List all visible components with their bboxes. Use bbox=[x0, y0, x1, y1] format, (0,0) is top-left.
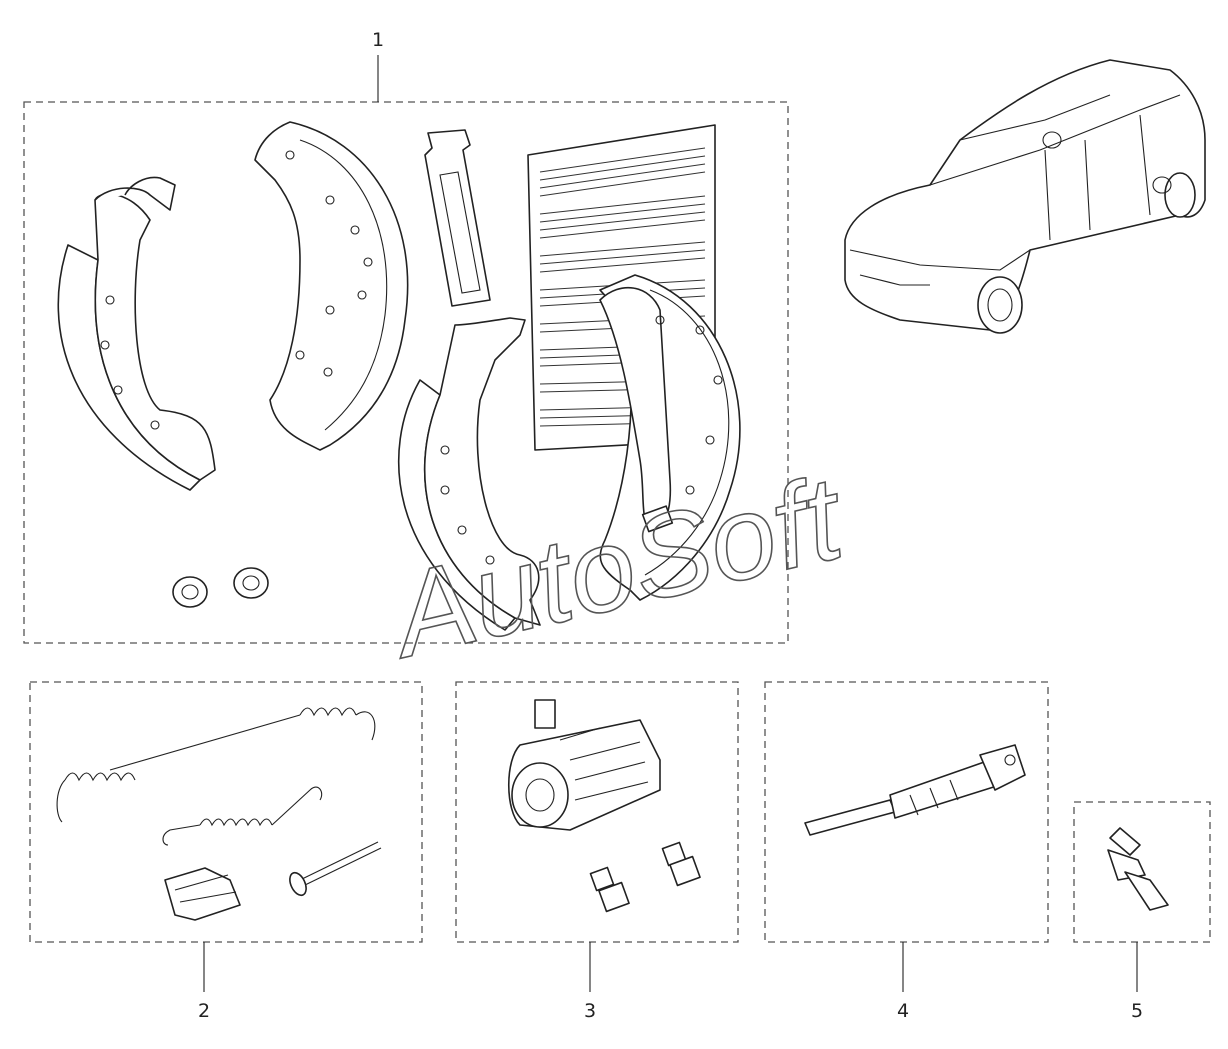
callout-1-number: 1 bbox=[372, 29, 384, 51]
group-3-border bbox=[455, 681, 739, 943]
brake-shoe-upper bbox=[254, 121, 409, 451]
callout-2-number: 2 bbox=[198, 1000, 210, 1022]
group-1-border bbox=[23, 101, 789, 644]
long-return-spring bbox=[56, 707, 376, 823]
bleeder-valve-part bbox=[1107, 827, 1169, 911]
mounting-bolt-2 bbox=[661, 841, 701, 887]
vehicle-illustration bbox=[844, 59, 1206, 334]
shoe-retaining-pin bbox=[289, 841, 382, 897]
callout-5-number: 5 bbox=[1131, 1000, 1143, 1022]
callout-3-number: 3 bbox=[584, 1000, 596, 1022]
brake-shoe-left bbox=[57, 176, 216, 491]
bushing-pair bbox=[172, 567, 269, 608]
group-2-border bbox=[29, 681, 423, 943]
callout-4-number: 4 bbox=[897, 1000, 909, 1022]
short-return-spring bbox=[162, 786, 323, 846]
group-4-self-adjuster: 4 bbox=[764, 681, 1049, 1022]
retaining-clip bbox=[164, 867, 241, 921]
group-2-springs-and-clips: 2 bbox=[29, 681, 423, 1022]
group-5-bleeder-valve: 5 bbox=[1073, 801, 1211, 1022]
self-adjuster-mechanism bbox=[804, 744, 1026, 836]
shoe-guide-strip bbox=[424, 129, 491, 307]
mounting-bolt bbox=[589, 866, 630, 913]
group-3-wheel-cylinder: 3 bbox=[455, 681, 739, 1022]
group-5-border bbox=[1073, 801, 1211, 943]
brake-shoe-right-with-lever bbox=[599, 274, 741, 601]
brake-shoe-lower bbox=[397, 317, 541, 631]
group-4-border bbox=[764, 681, 1049, 943]
group-1-brake-shoe-kit: 1 bbox=[23, 29, 789, 644]
wheel-cylinder-body bbox=[507, 699, 661, 831]
